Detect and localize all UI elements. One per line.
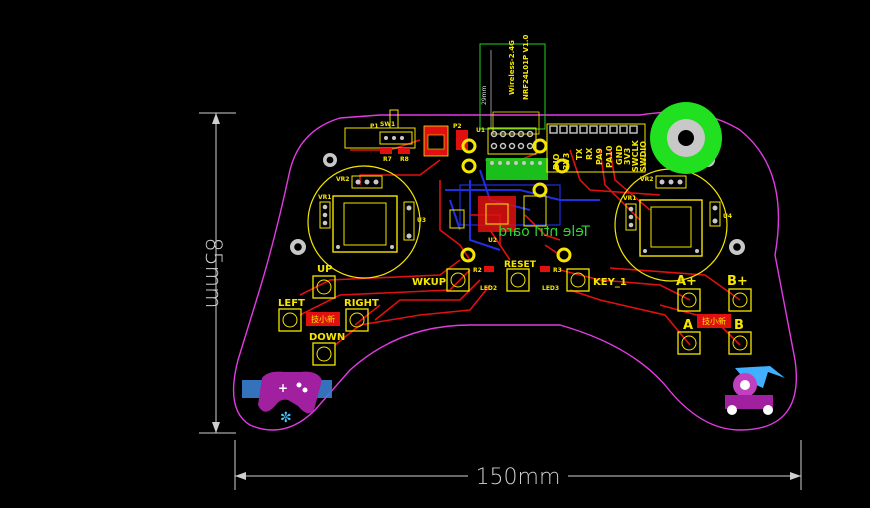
pin-2: TX bbox=[575, 148, 584, 160]
wkup-label: WKUP bbox=[412, 277, 446, 288]
module-label-1: Wireless-2.4G bbox=[508, 40, 516, 95]
vr1-right-label: VR1 bbox=[623, 195, 636, 202]
pin-5: PA10 bbox=[605, 145, 614, 168]
p2-label: P2 bbox=[453, 123, 462, 130]
logo-left-text: 技小新 bbox=[311, 314, 335, 324]
dimension-width: 150mm bbox=[234, 440, 802, 490]
pin-8: SWCLK bbox=[631, 139, 640, 172]
reset-button[interactable]: RESET bbox=[504, 260, 537, 292]
svg-text:+: + bbox=[278, 381, 288, 395]
dimension-height: 85mm bbox=[199, 112, 236, 434]
right-button[interactable]: RIGHT bbox=[344, 298, 379, 332]
down-button[interactable]: DOWN bbox=[309, 332, 345, 366]
power-switch-area: P1 SW1 R7 R8 P2 bbox=[344, 109, 468, 163]
u4-label: U4 bbox=[723, 213, 732, 220]
nrf24-module: 29mm Wireless-2.4G NRF24L01P V1.0 bbox=[479, 35, 546, 135]
module-label-2: NRF24L01P V1.0 bbox=[522, 35, 530, 100]
p1-label: P1 bbox=[370, 123, 379, 130]
u2-label: U2 bbox=[488, 237, 497, 244]
pin-4: PA9 bbox=[595, 148, 604, 165]
u1-label: U1 bbox=[476, 127, 485, 134]
board-name-mirrored: Tele ntrl oard bbox=[498, 224, 591, 240]
logo-right: 技小新 bbox=[697, 314, 731, 328]
pin-0: DIO bbox=[552, 153, 561, 170]
logo-left: 技小新 bbox=[306, 312, 340, 326]
left-label: LEFT bbox=[278, 298, 305, 309]
left-button[interactable]: LEFT bbox=[278, 298, 305, 332]
r8-label: R8 bbox=[400, 156, 409, 163]
up-button[interactable]: UP bbox=[312, 264, 336, 299]
center-resistors: R2 R3 LED2 LED3 bbox=[473, 266, 562, 292]
u3-label: U3 bbox=[417, 217, 426, 224]
left-joystick: VR2 VR1 U3 bbox=[307, 165, 426, 279]
pin-9: SWDIO bbox=[639, 141, 648, 172]
led2-label: LED2 bbox=[480, 285, 497, 292]
right-label: RIGHT bbox=[344, 298, 379, 309]
wkup-button[interactable]: WKUP bbox=[412, 268, 470, 292]
b-plus-button[interactable]: B+ bbox=[727, 274, 752, 312]
logo-right-text: 技小新 bbox=[702, 316, 726, 326]
mcu-area: U2 Tele ntrl oard bbox=[449, 182, 591, 263]
a-plus-button[interactable]: A+ bbox=[676, 274, 701, 312]
right-joystick: VR2 VR1 U4 bbox=[614, 168, 732, 282]
pin-1: 3V3 bbox=[562, 153, 571, 170]
b-label: B bbox=[734, 318, 744, 333]
pin-3: RX bbox=[585, 147, 594, 160]
vr1-label: VR1 bbox=[318, 194, 331, 201]
gamepad-icon: + ✼ bbox=[242, 371, 332, 426]
key1-button[interactable]: KEY_1 bbox=[566, 268, 627, 292]
r7-label: R7 bbox=[383, 156, 392, 163]
pin-7: 3V3 bbox=[623, 148, 632, 165]
a-plus-label: A+ bbox=[676, 274, 697, 289]
vr2-label: VR2 bbox=[336, 176, 349, 183]
width-label: 150mm bbox=[476, 465, 561, 490]
a-label: A bbox=[683, 318, 693, 333]
board-outline bbox=[232, 111, 797, 431]
led3-label: LED3 bbox=[542, 285, 559, 292]
key1-label: KEY_1 bbox=[593, 277, 627, 288]
svg-text:✼: ✼ bbox=[280, 410, 292, 426]
r2-label: R2 bbox=[473, 267, 482, 274]
vr2-right-label: VR2 bbox=[640, 176, 653, 183]
r3-label: R3 bbox=[553, 267, 562, 274]
robot-icon bbox=[725, 366, 785, 415]
pin-6: GND bbox=[615, 145, 624, 165]
b-button[interactable]: B bbox=[728, 318, 752, 355]
keepout-pad bbox=[650, 102, 722, 174]
reset-label: RESET bbox=[504, 260, 537, 270]
sw1-label: SW1 bbox=[380, 121, 395, 128]
down-label: DOWN bbox=[309, 332, 345, 343]
a-button[interactable]: A bbox=[677, 318, 701, 355]
b-plus-label: B+ bbox=[727, 274, 748, 289]
height-label: 85mm bbox=[200, 238, 225, 309]
antenna-dim-label: 29mm bbox=[481, 86, 488, 105]
pin-header: DIO 3V3 TX RX PA9 PA10 GND 3V3 SWCLK SWD… bbox=[546, 123, 648, 173]
up-label: UP bbox=[317, 264, 332, 275]
module-header: U1 bbox=[461, 127, 570, 180]
